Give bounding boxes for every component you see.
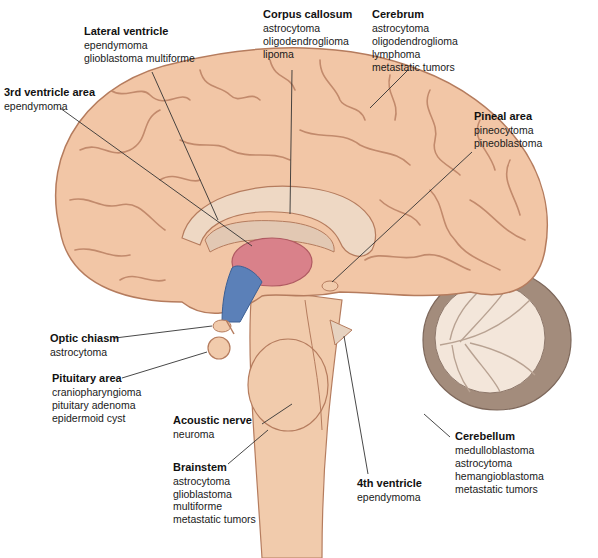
region-heading: 4th ventricle xyxy=(357,477,422,489)
tumor-name: metastatic tumors xyxy=(372,61,455,73)
region-heading: Cerebellum xyxy=(455,430,515,442)
tumor-name: medulloblastoma xyxy=(455,444,534,456)
tumor-name: oligodendroglioma xyxy=(372,35,458,47)
tumor-name: astrocytoma xyxy=(50,346,107,358)
region-heading: Lateral ventricle xyxy=(84,25,168,37)
tumor-name: pineoblastoma xyxy=(474,137,542,149)
region-heading: Acoustic nerve xyxy=(173,414,252,426)
tumor-name: astrocytoma xyxy=(372,22,429,34)
tumor-name: astrocytoma xyxy=(173,475,230,487)
tumor-name: ependymoma xyxy=(4,100,68,112)
tumor-name: oligodendroglioma xyxy=(263,35,349,47)
tumor-name: ependymoma xyxy=(84,39,148,51)
tumor-name: glioblastoma multiforme xyxy=(84,52,195,64)
tumor-name: astrocytoma xyxy=(263,22,320,34)
region-heading: Brainstem xyxy=(173,461,227,473)
tumor-name: neuroma xyxy=(173,428,214,440)
region-heading: Corpus callosum xyxy=(263,8,352,20)
tumor-name: metastatic tumors xyxy=(173,513,256,525)
tumor-name: pituitary adenoma xyxy=(52,399,135,411)
tumor-name: hemangioblastoma xyxy=(455,470,544,482)
tumor-name: lipoma xyxy=(263,48,294,60)
region-heading: Pineal area xyxy=(474,110,532,122)
region-heading: Cerebrum xyxy=(372,8,424,20)
tumor-name: epidermoid cyst xyxy=(52,412,126,424)
region-heading: 3rd ventricle area xyxy=(4,86,95,98)
tumor-name: glioblastoma multiforme xyxy=(173,488,253,512)
region-heading: Pituitary area xyxy=(52,372,122,384)
tumor-name: metastatic tumors xyxy=(455,483,538,495)
region-heading: Optic chiasm xyxy=(50,332,119,344)
tumor-name: lymphoma xyxy=(372,48,420,60)
tumor-name: craniopharyngioma xyxy=(52,386,141,398)
tumor-name: astrocytoma xyxy=(455,457,512,469)
tumor-name: pineocytoma xyxy=(474,124,534,136)
tumor-name: ependymoma xyxy=(357,491,421,503)
